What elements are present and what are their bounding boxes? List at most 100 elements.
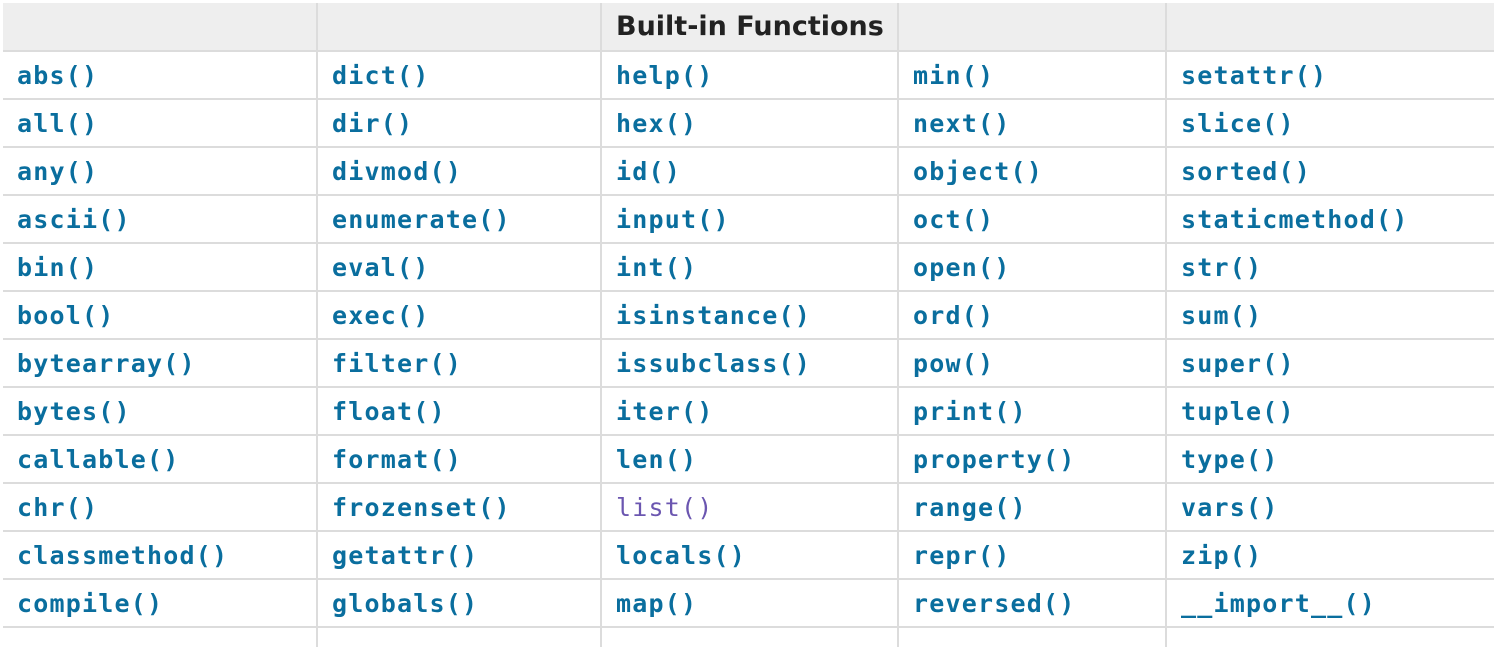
- function-link-compile[interactable]: compile(): [17, 588, 164, 618]
- function-link-print[interactable]: print(): [913, 396, 1027, 426]
- function-link-pow[interactable]: pow(): [913, 348, 995, 378]
- function-link-map[interactable]: map(): [616, 588, 698, 618]
- function-link-eval[interactable]: eval(): [332, 252, 430, 282]
- table-cell: divmod(): [316, 146, 602, 196]
- function-link-hex[interactable]: hex(): [616, 108, 698, 138]
- table-row: chr() frozenset() list() range() vars(): [3, 482, 1494, 532]
- function-link-id[interactable]: id(): [616, 156, 682, 186]
- function-link-slice[interactable]: slice(): [1181, 108, 1295, 138]
- table-cell: dir(): [316, 98, 602, 148]
- table-cell: next(): [897, 98, 1167, 148]
- function-link-bool[interactable]: bool(): [17, 300, 115, 330]
- table-cell: filter(): [316, 338, 602, 388]
- table-cell: all(): [3, 98, 318, 148]
- function-link-sum[interactable]: sum(): [1181, 300, 1263, 330]
- function-link-str[interactable]: str(): [1181, 252, 1263, 282]
- function-link-oct[interactable]: oct(): [913, 204, 995, 234]
- function-link-globals[interactable]: globals(): [332, 588, 479, 618]
- function-link-type[interactable]: type(): [1181, 444, 1279, 474]
- function-link-chr[interactable]: chr(): [17, 492, 99, 522]
- function-link-format[interactable]: format(): [332, 444, 463, 474]
- function-link-iter[interactable]: iter(): [616, 396, 714, 426]
- table-cell: int(): [600, 242, 899, 292]
- function-link-dir[interactable]: dir(): [332, 108, 414, 138]
- table-cell: ord(): [897, 290, 1167, 340]
- table-cell: pow(): [897, 338, 1167, 388]
- function-link-callable[interactable]: callable(): [17, 444, 180, 474]
- table-cell: sorted(): [1165, 146, 1494, 196]
- table-cell: setattr(): [1165, 50, 1494, 100]
- function-link-sorted[interactable]: sorted(): [1181, 156, 1312, 186]
- table-cell: id(): [600, 146, 899, 196]
- table-cell: callable(): [3, 434, 318, 484]
- function-link-enumerate[interactable]: enumerate(): [332, 204, 511, 234]
- table-cell: chr(): [3, 482, 318, 532]
- function-link-frozenset[interactable]: frozenset(): [332, 492, 511, 522]
- table-cell: super(): [1165, 338, 1494, 388]
- function-link-isinstance[interactable]: isinstance(): [616, 300, 812, 330]
- function-link-classmethod[interactable]: classmethod(): [17, 540, 229, 570]
- table-cell: [600, 626, 899, 647]
- function-link-setattr[interactable]: setattr(): [1181, 60, 1328, 90]
- function-link-help[interactable]: help(): [616, 60, 714, 90]
- table-title: Built-in Functions: [600, 3, 899, 52]
- table-cell: bin(): [3, 242, 318, 292]
- table-cell: compile(): [3, 578, 318, 628]
- function-link-staticmethod[interactable]: staticmethod(): [1181, 204, 1409, 234]
- function-link-filter[interactable]: filter(): [332, 348, 463, 378]
- table-cell: help(): [600, 50, 899, 100]
- table-cell: iter(): [600, 386, 899, 436]
- function-link-range[interactable]: range(): [913, 492, 1027, 522]
- function-link-bin[interactable]: bin(): [17, 252, 99, 282]
- function-link-tuple[interactable]: tuple(): [1181, 396, 1295, 426]
- function-link-abs[interactable]: abs(): [17, 60, 99, 90]
- function-link-exec[interactable]: exec(): [332, 300, 430, 330]
- table-cell: len(): [600, 434, 899, 484]
- function-link-zip[interactable]: zip(): [1181, 540, 1263, 570]
- function-link-ord[interactable]: ord(): [913, 300, 995, 330]
- function-link-len[interactable]: len(): [616, 444, 698, 474]
- function-link-open[interactable]: open(): [913, 252, 1011, 282]
- function-link-property[interactable]: property(): [913, 444, 1076, 474]
- function-link-getattr[interactable]: getattr(): [332, 540, 479, 570]
- table-cell: open(): [897, 242, 1167, 292]
- function-link-locals[interactable]: locals(): [616, 540, 747, 570]
- function-link-ascii[interactable]: ascii(): [17, 204, 131, 234]
- function-link-object[interactable]: object(): [913, 156, 1044, 186]
- table-cell: bytearray(): [3, 338, 318, 388]
- table-cell: enumerate(): [316, 194, 602, 244]
- function-link-next[interactable]: next(): [913, 108, 1011, 138]
- header-cell-empty: [3, 3, 318, 52]
- function-link-bytearray[interactable]: bytearray(): [17, 348, 196, 378]
- function-link-bytes[interactable]: bytes(): [17, 396, 131, 426]
- function-link-import[interactable]: __import__(): [1181, 588, 1377, 618]
- table-cell: bytes(): [3, 386, 318, 436]
- table-cell: map(): [600, 578, 899, 628]
- table-cell: str(): [1165, 242, 1494, 292]
- table-cell: __import__(): [1165, 578, 1494, 628]
- function-link-min[interactable]: min(): [913, 60, 995, 90]
- table-cell: [897, 626, 1167, 647]
- function-link-super[interactable]: super(): [1181, 348, 1295, 378]
- table-cell: range(): [897, 482, 1167, 532]
- header-cell-empty: [1165, 3, 1494, 52]
- table-row: classmethod() getattr() locals() repr() …: [3, 530, 1494, 580]
- function-link-divmod[interactable]: divmod(): [332, 156, 463, 186]
- table-cell: [316, 626, 602, 647]
- function-link-list-visited[interactable]: list(): [616, 492, 714, 522]
- table-row: any() divmod() id() object() sorted(): [3, 146, 1494, 196]
- function-link-reversed[interactable]: reversed(): [913, 588, 1076, 618]
- function-link-all[interactable]: all(): [17, 108, 99, 138]
- function-link-issubclass[interactable]: issubclass(): [616, 348, 812, 378]
- function-link-any[interactable]: any(): [17, 156, 99, 186]
- table-cell: abs(): [3, 50, 318, 100]
- table-cell: isinstance(): [600, 290, 899, 340]
- function-link-input[interactable]: input(): [616, 204, 730, 234]
- function-link-int[interactable]: int(): [616, 252, 698, 282]
- function-link-vars[interactable]: vars(): [1181, 492, 1279, 522]
- table-header-row: Built-in Functions: [3, 3, 1494, 52]
- function-link-float[interactable]: float(): [332, 396, 446, 426]
- function-link-dict[interactable]: dict(): [332, 60, 430, 90]
- table-cell: ascii(): [3, 194, 318, 244]
- function-link-repr[interactable]: repr(): [913, 540, 1011, 570]
